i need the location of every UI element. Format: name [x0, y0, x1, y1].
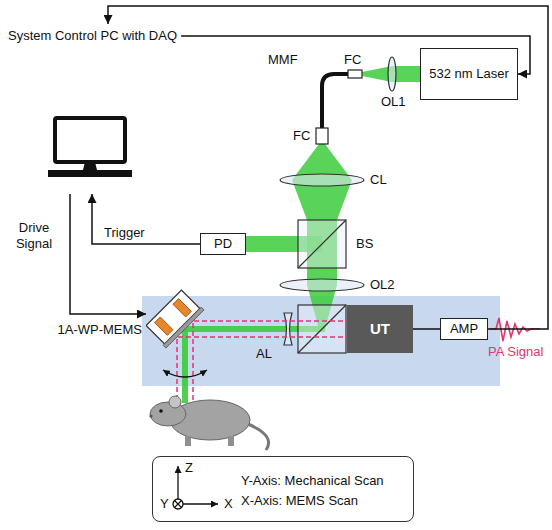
amplifier-box: AMP	[440, 318, 488, 340]
fiber-connector	[348, 70, 362, 78]
node-text: PD	[214, 236, 232, 252]
monitor-base	[48, 170, 132, 177]
mirror-plate	[163, 307, 204, 348]
part-label: MMF	[268, 52, 298, 68]
photodiode-box: PD	[200, 233, 246, 255]
edge-label: Trigger	[104, 225, 145, 241]
node-text: 1A-WP-MEMS	[50, 322, 142, 338]
part-label: FC	[293, 128, 310, 144]
beam-splitter	[298, 220, 346, 268]
lens	[280, 279, 364, 291]
pa-wave-path	[193, 321, 347, 400]
lens	[280, 174, 364, 186]
axis-into-page	[173, 499, 183, 509]
mouse-ear	[169, 396, 181, 408]
pa-wave-path	[177, 337, 347, 400]
signal-arrow	[92, 194, 200, 244]
part-label: CL	[370, 172, 387, 188]
signal-arrow	[413, 328, 440, 330]
transducer-box: UT	[347, 305, 413, 353]
combiner-cube	[298, 305, 346, 353]
node-text: AMP	[450, 321, 478, 337]
laser-beam	[292, 144, 352, 329]
part-label: FC	[344, 52, 361, 68]
scan-arrow	[163, 370, 207, 377]
mouse-eye	[159, 409, 163, 413]
mems-mirror: 1A-WP-MEMS	[146, 262, 222, 350]
part-label: OL1	[381, 94, 406, 110]
mems-icon	[146, 262, 222, 350]
combiner-cube	[298, 305, 346, 353]
part-label: AL	[256, 346, 272, 362]
node-text: UT	[370, 320, 390, 338]
fiber-connector	[316, 128, 328, 144]
part-label: X	[224, 496, 233, 512]
mouse-head	[150, 402, 186, 426]
mouse-leg	[228, 436, 234, 446]
part-label: Z	[185, 460, 193, 476]
mouse-leg	[185, 436, 191, 446]
monitor-stand	[83, 162, 97, 170]
monitor	[55, 118, 125, 162]
node-text: 532 nm Laser	[429, 66, 509, 82]
mouse	[149, 396, 268, 450]
axis-into-page	[175, 501, 182, 508]
lens	[388, 57, 396, 91]
laser-beam	[182, 329, 188, 403]
mems-coil	[155, 317, 173, 335]
computer: System Control PC with DAQ	[4, 24, 181, 194]
mouse-tail	[248, 424, 269, 450]
part-label: PA Signal	[488, 344, 543, 360]
part-label: Y	[160, 496, 169, 512]
acoustic-lens	[284, 313, 292, 345]
beam-splitter	[298, 220, 346, 268]
axis-arrow	[183, 503, 218, 504]
laser-box: 532 nm Laser	[420, 48, 518, 100]
mouse-nose	[149, 414, 152, 417]
signal-arrow	[108, 6, 548, 329]
node-text: Y-Axis: Mechanical Scan	[241, 471, 401, 491]
node-text: X-Axis: MEMS Scan	[241, 491, 401, 511]
edge-label: Drive Signal	[4, 220, 64, 251]
part-label: BS	[356, 236, 373, 252]
axis-arrow	[177, 466, 178, 499]
mems-coil	[173, 299, 191, 317]
node-text: System Control PC with DAQ	[8, 28, 177, 44]
fiber	[322, 74, 348, 128]
signal-arrow	[70, 194, 146, 314]
part-label: OL2	[370, 277, 395, 293]
